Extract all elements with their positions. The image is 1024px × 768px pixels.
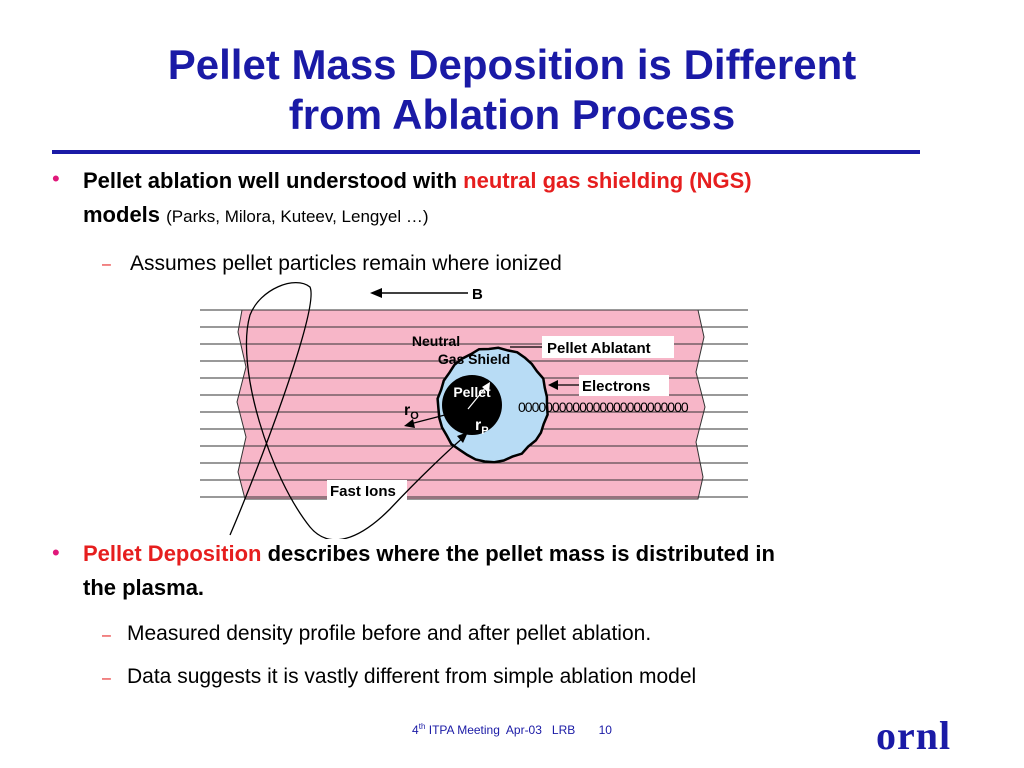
bullet-1-models: models <box>83 202 167 227</box>
ro-arrowhead <box>404 419 415 428</box>
bullet-1-lead: Pellet ablation well understood with <box>83 168 464 193</box>
title-line-1: Pellet Mass Deposition is Different <box>167 41 857 88</box>
label-fast-ions: Fast Ions <box>330 483 396 500</box>
fast-ion-arrowhead <box>457 432 468 443</box>
fast-ions-label-bg <box>327 480 407 500</box>
bullet-2-sub-2-text: Data suggests it is vastly different fro… <box>127 665 697 688</box>
electrons-arrowhead <box>548 380 558 390</box>
bullet-1-text: Pellet ablation well understood with neu… <box>83 164 752 234</box>
bullet-1-marker: • <box>52 166 60 191</box>
bullet-2-sub-1-text: Measured density profile before and afte… <box>127 622 652 645</box>
title-underline <box>52 150 920 154</box>
bullet-2-line-2: the plasma. <box>83 575 205 600</box>
title-line-2: from Ablation Process <box>288 91 736 138</box>
bullet-2-highlight: Pellet Deposition <box>83 541 262 566</box>
bullet-2-lead: describes where the pellet mass is distr… <box>261 541 775 566</box>
bullet-2-sub-1-dash: – <box>102 627 111 644</box>
label-gas-shield: Gas Shield <box>438 351 510 367</box>
bullet-2-marker: • <box>52 540 60 565</box>
bullet-1-sub-text: Assumes pellet particles remain where io… <box>130 252 562 275</box>
footer-superscript: th <box>418 722 426 731</box>
label-ro: rO <box>404 402 419 422</box>
electrons-label-bg <box>579 375 669 396</box>
bullet-2-sub-2-dash: – <box>102 670 111 687</box>
label-pellet: Pellet <box>453 384 491 400</box>
bullet-1-citation: (Parks, Milora, Kuteev, Lengyel …) <box>166 207 429 226</box>
ornl-logo: ornl <box>876 713 952 758</box>
ro-arrow <box>409 408 469 425</box>
label-electrons: Electrons <box>582 378 650 395</box>
fast-ion-orbit <box>229 282 465 539</box>
electron-coil: 0000000000000000000000000 <box>518 399 689 415</box>
label-pellet-ablatant: Pellet Ablatant <box>547 340 651 357</box>
bullet-1-sub-dash: – <box>102 256 111 273</box>
label-b: B <box>472 286 483 303</box>
label-neutral: Neutral <box>412 333 460 349</box>
rp-arrowhead <box>482 382 490 393</box>
pellet-ablatant-label-bg <box>542 336 674 358</box>
slide-title: Pellet Mass Deposition is Different from… <box>0 40 1024 140</box>
b-field-arrowhead <box>370 288 382 298</box>
rp-arrow <box>467 386 487 410</box>
label-rp: rP <box>475 417 489 437</box>
footer-text: ITPA Meeting Apr-03 LRB 10 <box>425 723 612 737</box>
bullet-1-highlight: neutral gas shielding (NGS) <box>463 168 752 193</box>
pellet-ablation-diagram: B Neutral Gas Shield Pellet rO rP Pellet… <box>200 282 748 539</box>
footer-number: 4 <box>412 723 419 737</box>
slide-footer: 4th ITPA Meeting Apr-03 LRB 10 <box>0 722 1024 737</box>
bullet-2-text: Pellet Deposition describes where the pe… <box>83 537 775 605</box>
